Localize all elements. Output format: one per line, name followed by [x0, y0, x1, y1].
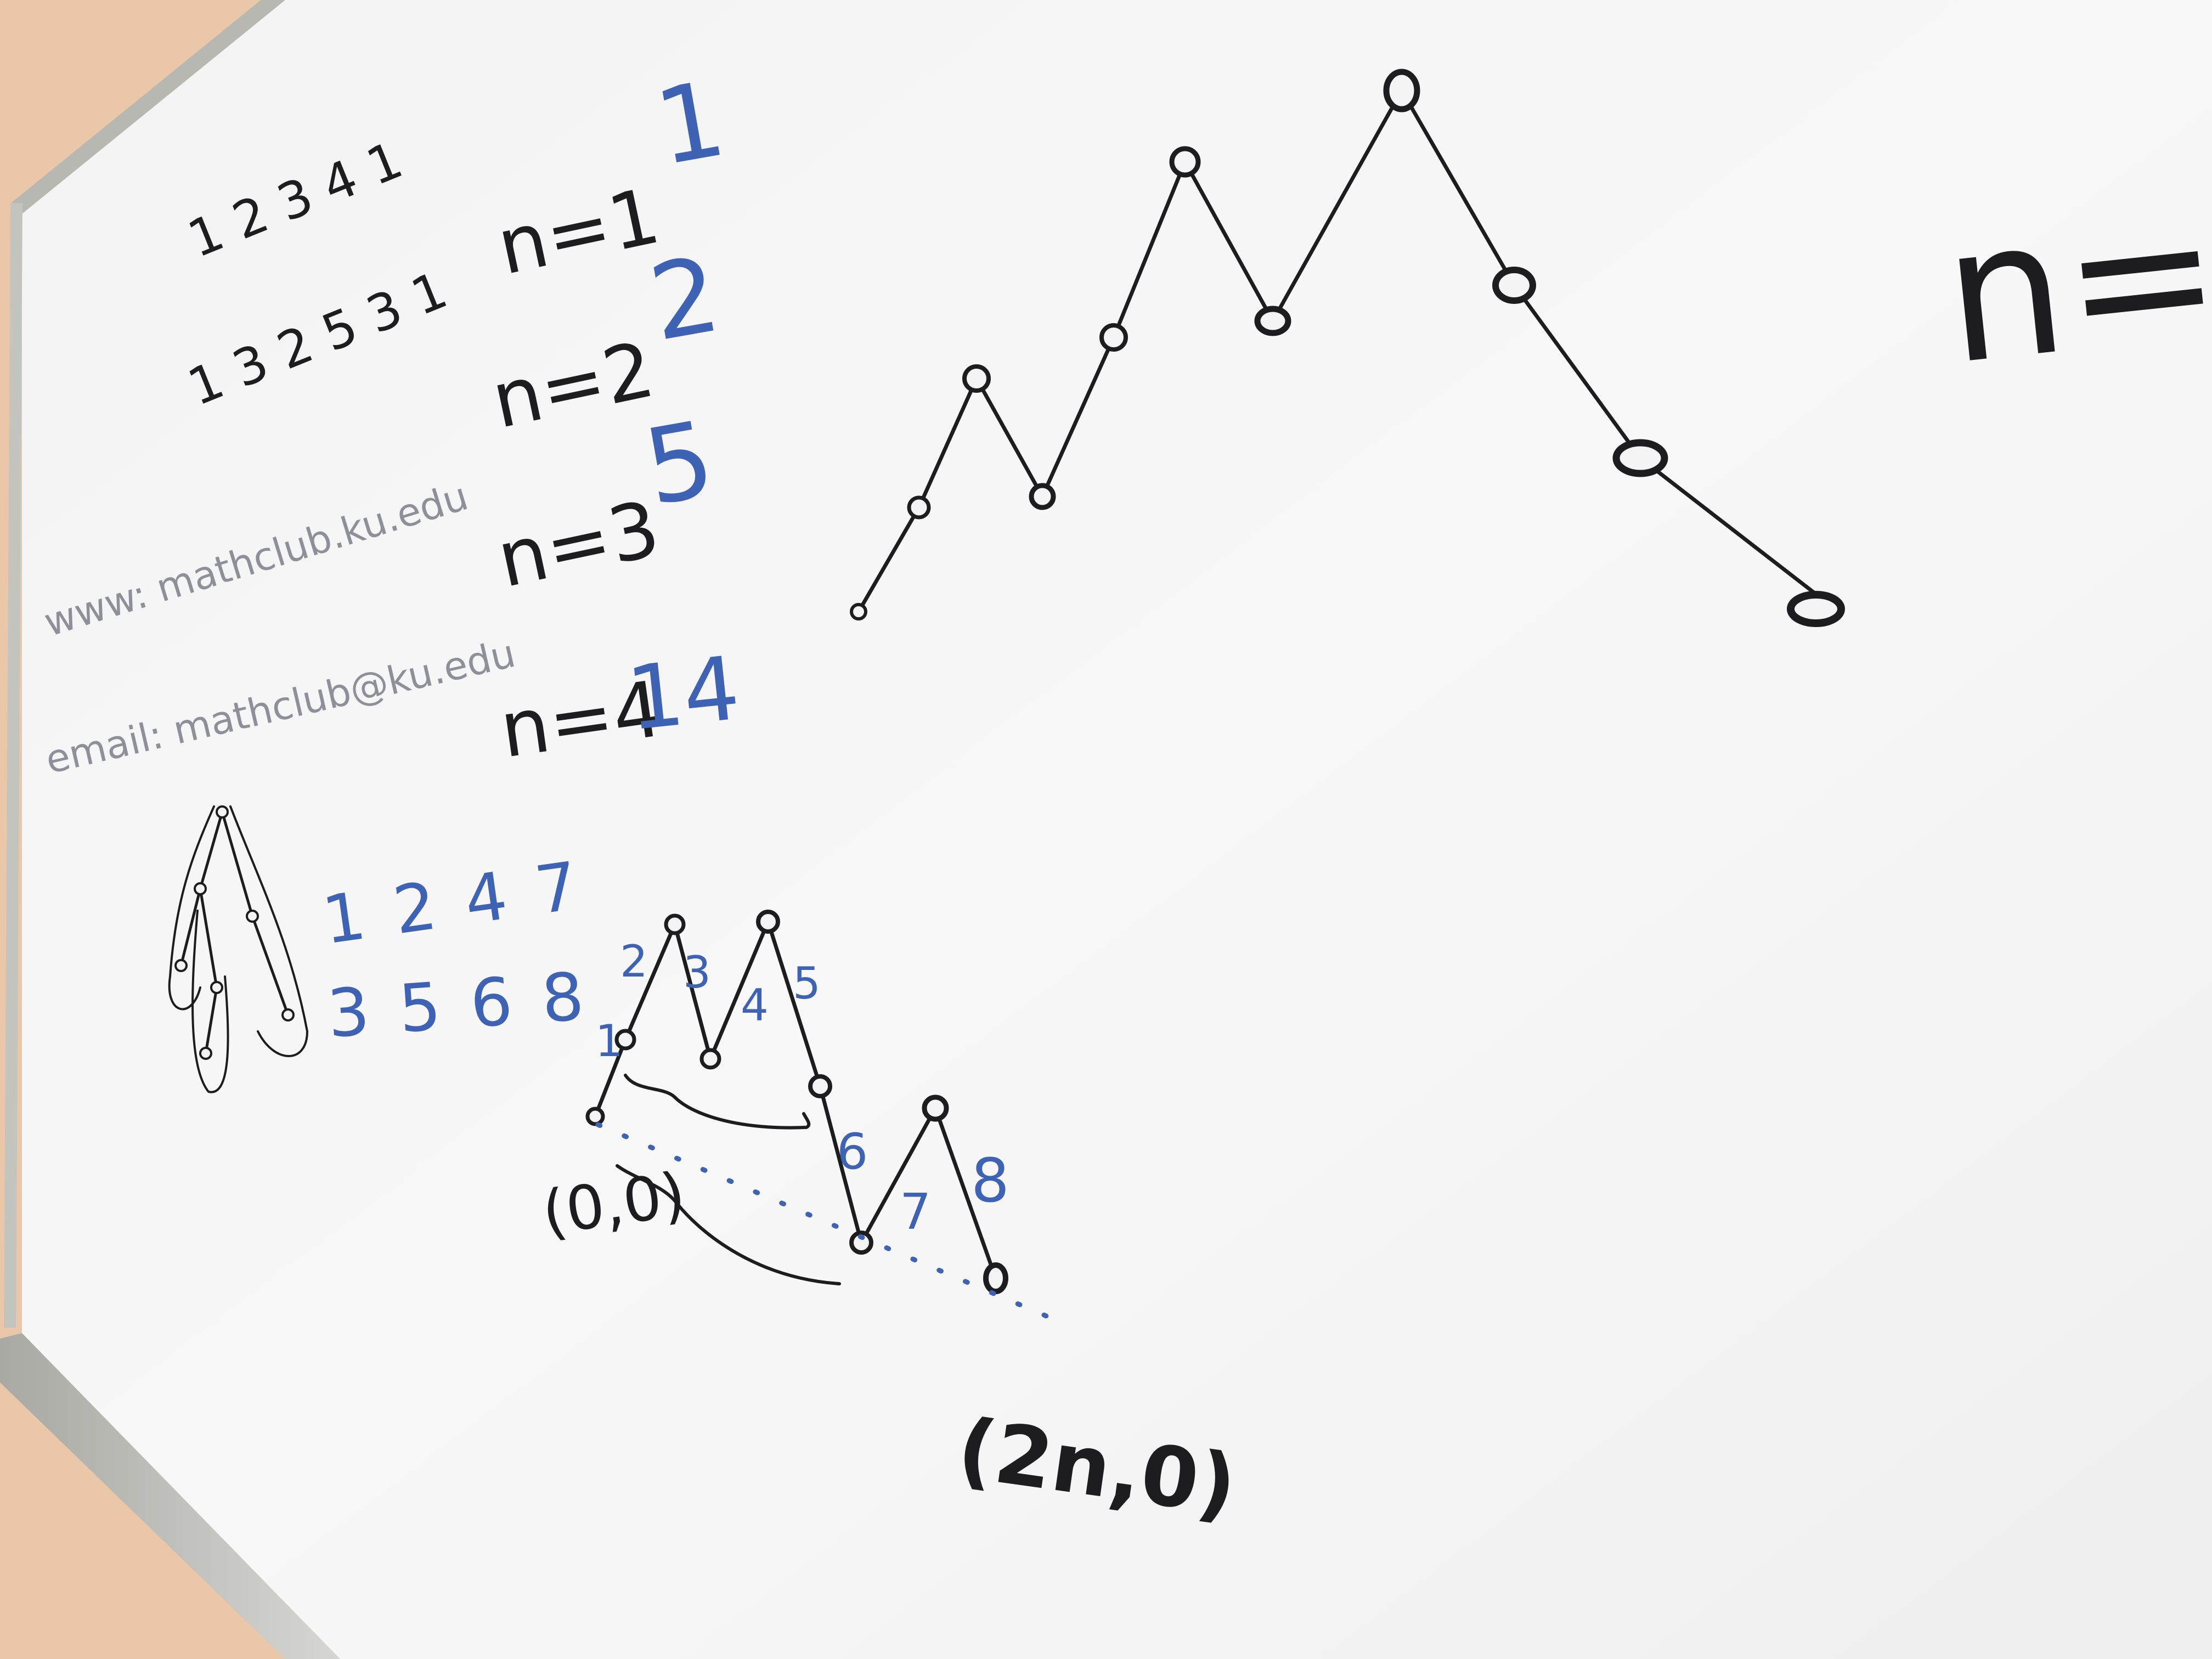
- brace-upper: [624, 1074, 811, 1130]
- small-path-node: [983, 1262, 1008, 1294]
- small-path-node: [849, 1231, 873, 1255]
- tree-node: [281, 1008, 295, 1022]
- marker-tray: [0, 1333, 340, 1659]
- large-path-node: [907, 495, 931, 520]
- tree-node: [174, 959, 188, 972]
- tree-node: [199, 1047, 212, 1060]
- tree-numbers-row-2-text: 3 5 6 8: [325, 958, 590, 1053]
- tree-outline-middle: [191, 910, 229, 1093]
- large-path-node: [1029, 483, 1056, 510]
- small-path-node: [699, 1048, 721, 1070]
- large-path-node: [1099, 323, 1128, 352]
- small-dyck-path: 1 2 3 4 5 6 7 8 (0,0) (2n,0): [538, 910, 1242, 1534]
- tree-trunk-line: [199, 810, 224, 1055]
- tree-left-branch: [179, 887, 202, 967]
- tree-diagram: [168, 805, 308, 1093]
- large-path-node: [962, 364, 991, 393]
- step-label-7: 7: [900, 1183, 931, 1241]
- brace-lower: [616, 1164, 841, 1285]
- small-path-node: [585, 1107, 605, 1126]
- tree-node: [194, 882, 207, 895]
- step-label-4: 4: [741, 980, 769, 1031]
- catalan-value-4: 14: [622, 637, 744, 751]
- large-path-node: [850, 603, 867, 620]
- tree-node: [210, 981, 223, 994]
- step-label-2: 2: [620, 936, 648, 987]
- tree-outline-right: [229, 805, 308, 1057]
- step-label-5: 5: [793, 958, 821, 1009]
- whiteboard-surface: [22, 0, 2212, 1659]
- small-path-node: [756, 910, 780, 934]
- board-frame-top: [12, 0, 285, 215]
- right-edge-partial-text: n=: [1935, 161, 2212, 406]
- large-path-node: [1254, 306, 1291, 336]
- large-path-node: [1492, 267, 1536, 304]
- step-label-1: 1: [595, 1015, 623, 1066]
- step-label-6: 6: [837, 1123, 868, 1181]
- large-path-node: [1169, 146, 1201, 178]
- small-path-node: [614, 1029, 636, 1051]
- n-label-4: n=4: [495, 664, 668, 775]
- large-dyck-path: [850, 69, 1845, 627]
- step-label-3: 3: [683, 947, 711, 998]
- small-path-node: [922, 1094, 949, 1122]
- tree-node: [246, 910, 259, 923]
- step-label-8: 8: [971, 1146, 1009, 1216]
- right-edge-text: n=: [1935, 161, 2212, 406]
- small-path-node: [664, 913, 686, 935]
- tree-outline-left: [168, 805, 215, 1011]
- large-path-node: [1612, 439, 1668, 477]
- board-frame-left: [4, 202, 22, 1328]
- small-path-node: [808, 1074, 832, 1098]
- large-path-node: [1787, 591, 1845, 627]
- large-path-node: [1383, 69, 1420, 112]
- tree-numbers-row-2: 3 5 6 8: [325, 958, 590, 1053]
- tree-node: [216, 805, 229, 819]
